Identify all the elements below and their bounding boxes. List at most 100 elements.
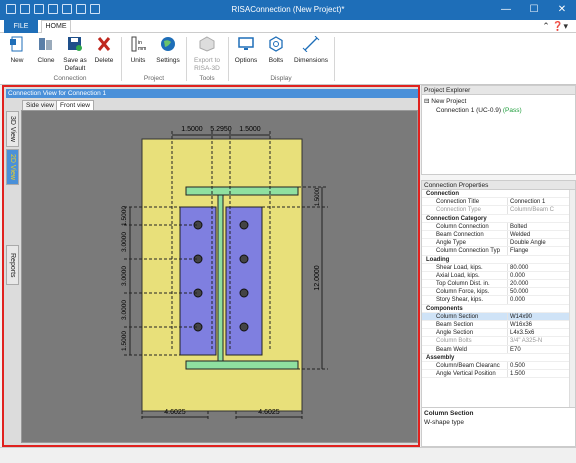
property-key: Components	[426, 305, 463, 312]
export-label-1: Export to	[193, 57, 220, 64]
property-row[interactable]: Story Shear, kips.0.000	[422, 296, 575, 305]
property-value[interactable]: W16x36	[510, 322, 533, 328]
dimensions-button[interactable]: Dimensions	[292, 35, 330, 65]
property-row[interactable]: Axial Load, kips.0.000	[422, 271, 575, 281]
property-value[interactable]: 1.500	[510, 371, 526, 378]
property-value[interactable]: E70	[510, 346, 521, 353]
group-display: Display	[270, 75, 292, 82]
property-value[interactable]: 50.000	[510, 289, 529, 296]
dim-bottom-left: 4.6025	[164, 409, 186, 416]
delete-button[interactable]: Delete	[92, 36, 116, 65]
maximize-button[interactable]: ☐	[529, 4, 539, 15]
options-button[interactable]: Options	[232, 36, 260, 65]
property-value[interactable]: 0.000	[510, 297, 526, 304]
tab-file[interactable]: FILE	[4, 20, 38, 33]
new-button[interactable]: New	[6, 36, 28, 65]
property-key: Column Force, kips.	[422, 288, 508, 296]
property-value[interactable]: Bolted	[510, 223, 528, 230]
property-value[interactable]: L4x3.5x6	[510, 330, 535, 337]
property-value[interactable]: Flange	[510, 248, 529, 255]
tab-3d-view[interactable]: 3D View	[6, 111, 19, 147]
quick-access-toolbar	[6, 4, 100, 14]
property-value[interactable]: Column/Beam C	[510, 207, 555, 214]
property-section[interactable]: Assembly	[422, 354, 575, 362]
property-section[interactable]: Connection Category	[422, 215, 575, 223]
property-value[interactable]: 0.000	[510, 272, 526, 279]
save-as-default-button[interactable]: Save as Default	[62, 36, 88, 73]
property-key: Angle Section	[422, 329, 508, 337]
property-key: Story Shear, kips.	[422, 296, 508, 304]
tab-home[interactable]: HOME	[41, 20, 71, 34]
minimize-button[interactable]: —	[501, 4, 511, 15]
tab-side-view[interactable]: Side view	[22, 100, 58, 110]
dim-left-4: 3.0000	[121, 300, 128, 320]
property-key: Beam Connection	[422, 230, 508, 239]
left-dimensions: 1.5000 3.0000 3.0000 3.0000 1.5000	[121, 206, 128, 351]
print-preview-icon[interactable]	[62, 4, 72, 14]
tab-front-view[interactable]: Front view	[56, 100, 94, 110]
property-value[interactable]: Connection 1	[510, 199, 546, 206]
property-key: Connection	[426, 191, 459, 197]
angle-left	[179, 206, 217, 356]
property-row[interactable]: Column Force, kips.50.000	[422, 288, 575, 297]
monitor-icon	[238, 37, 254, 50]
bolts-button[interactable]: Bolts	[264, 36, 288, 65]
save-icon	[68, 37, 82, 51]
property-value[interactable]: Welded	[510, 231, 531, 238]
clone-button[interactable]: Clone	[34, 36, 58, 65]
property-value[interactable]: 3/4" A325-N	[510, 338, 543, 345]
redo-icon[interactable]	[90, 4, 100, 14]
property-value[interactable]: Double Angle	[510, 240, 546, 247]
save-icon[interactable]	[34, 4, 44, 14]
dim-left-2: 3.0000	[121, 232, 128, 252]
export-risa3d-button[interactable]: Export to RISA-3D	[190, 36, 224, 73]
settings-button[interactable]: Settings	[154, 36, 182, 65]
ribbon: New Clone Save as Default Delete Connect…	[0, 33, 576, 85]
property-key: Column Section	[422, 312, 508, 320]
property-row[interactable]: Shear Load, kips.80.000	[422, 263, 575, 272]
property-row[interactable]: Top Column Dist. in.20.000	[422, 280, 575, 289]
close-button[interactable]: ✕	[557, 4, 567, 15]
connection-view-title: Connection View for Connection 1	[6, 89, 418, 98]
ribbon-tabs: FILE HOME ⌃ ❓▾	[0, 20, 576, 34]
open-icon[interactable]	[20, 4, 30, 14]
property-section[interactable]: Components	[422, 305, 575, 313]
property-value[interactable]: 80.000	[510, 264, 529, 271]
dimension-guides	[124, 131, 328, 421]
property-scrollbar[interactable]	[569, 190, 575, 411]
undo-icon[interactable]	[76, 4, 86, 14]
tab-2d-view[interactable]: 2D View	[6, 149, 19, 185]
property-section[interactable]: Loading	[422, 256, 575, 264]
property-value[interactable]: 0.500	[510, 362, 526, 369]
ribbon-separator	[121, 37, 122, 81]
connection-drawing: 1.5000 5.2950 1.5000 1.5000 3.0000 3.000…	[121, 126, 328, 421]
tab-reports[interactable]: Reports	[6, 245, 19, 285]
print-icon[interactable]	[48, 4, 58, 14]
tree-item-connection-1[interactable]: Connection 1 (UC-0.9) (Pass)	[424, 106, 573, 115]
beam-web	[217, 194, 224, 362]
help-icon[interactable]: ⌃ ❓▾	[542, 21, 568, 31]
property-value[interactable]: 20.000	[510, 281, 529, 288]
property-section[interactable]: Connection	[422, 190, 575, 199]
app-title: RISAConnection (New Project)*	[231, 5, 345, 14]
property-key: Angle Type	[422, 239, 508, 247]
new-icon[interactable]	[6, 4, 16, 14]
tree-root[interactable]: ⊟ New Project	[424, 98, 467, 105]
drawing-canvas[interactable]: 1.5000 5.2950 1.5000 1.5000 3.0000 3.000…	[21, 110, 418, 443]
property-value[interactable]: W14x90	[510, 313, 533, 320]
